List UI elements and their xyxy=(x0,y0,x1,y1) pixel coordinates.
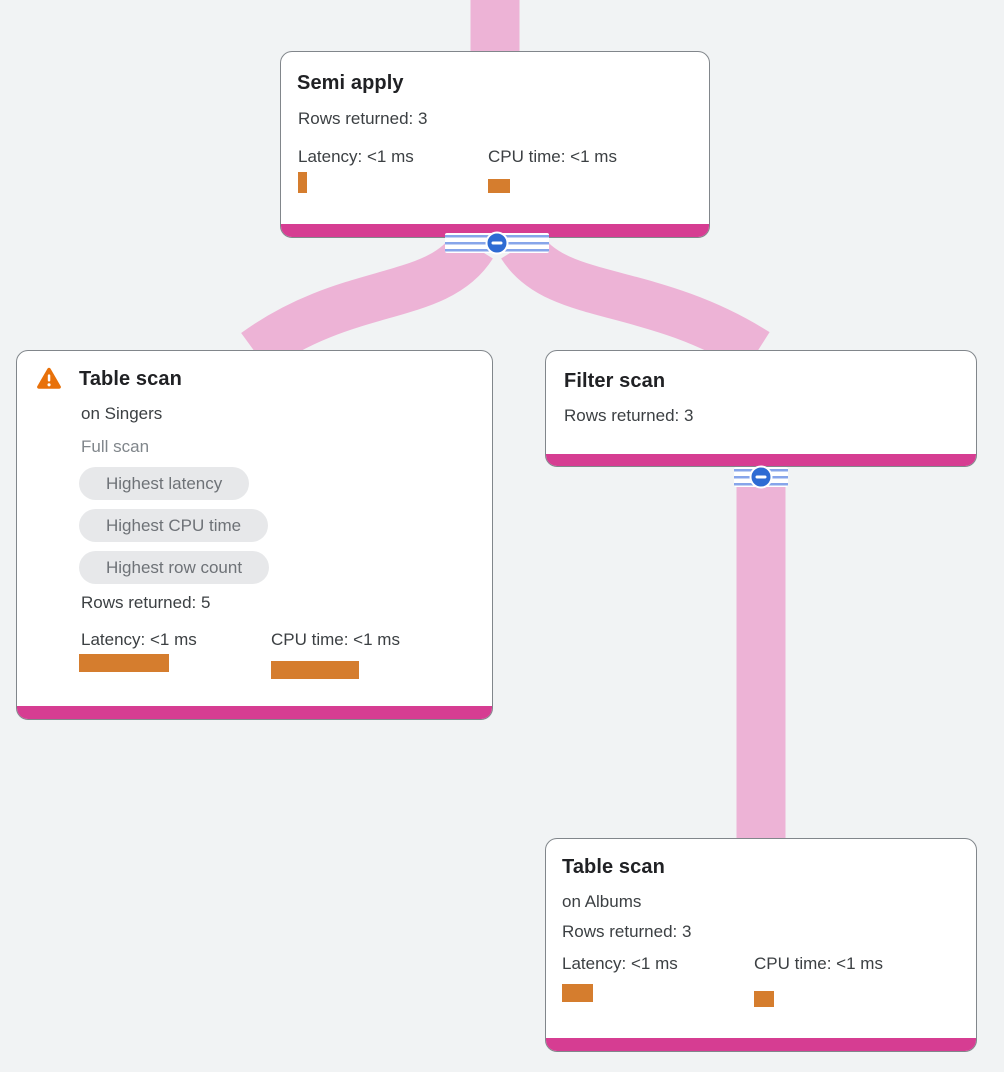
scan-target: on Albums xyxy=(562,892,642,911)
latency-strip xyxy=(17,706,492,719)
collapse-button[interactable] xyxy=(749,465,773,489)
minus-icon xyxy=(491,241,503,245)
rows-returned: Rows returned: 5 xyxy=(81,593,211,612)
cpu-time-bar xyxy=(488,179,510,193)
badge-highest-cpu-time: Highest CPU time xyxy=(79,509,269,542)
latency-label: Latency: <1 ms xyxy=(81,630,197,649)
latency-label: Latency: <1 ms xyxy=(562,954,678,973)
warning-icon xyxy=(37,367,61,389)
cpu-time-label: CPU time: <1 ms xyxy=(271,630,400,649)
cpu-time-bar xyxy=(271,661,359,679)
minus-icon xyxy=(755,475,767,479)
cpu-time-bar xyxy=(754,991,774,1007)
latency-bar xyxy=(79,654,169,672)
node-title: Table scan xyxy=(562,856,665,878)
scan-target: on Singers xyxy=(81,404,163,423)
latency-label: Latency: <1 ms xyxy=(298,147,414,166)
cpu-time-label: CPU time: <1 ms xyxy=(488,147,617,166)
collapse-button[interactable] xyxy=(485,231,509,255)
latency-bar xyxy=(298,172,307,193)
node-title: Table scan xyxy=(79,368,182,390)
badge-highest-latency: Highest latency xyxy=(79,467,250,500)
latency-strip xyxy=(281,224,709,237)
edge-semi-apply-to-table-scan xyxy=(241,232,493,372)
latency-strip xyxy=(546,454,976,466)
collapse-control-filter-scan[interactable] xyxy=(734,465,788,489)
node-card-filter-scan[interactable]: Filter scan Rows returned: 3 xyxy=(545,350,977,467)
node-title: Filter scan xyxy=(564,370,666,392)
rows-returned: Rows returned: 3 xyxy=(562,922,692,941)
node-card-table-scan-singers[interactable]: Table scan on Singers Full scan Highest … xyxy=(16,350,493,720)
cpu-time-label: CPU time: <1 ms xyxy=(754,954,883,973)
rows-returned: Rows returned: 3 xyxy=(298,109,428,128)
node-title: Semi apply xyxy=(297,72,404,94)
scan-type: Full scan xyxy=(81,437,150,456)
latency-strip xyxy=(546,1038,976,1051)
badge-highest-row-count: Highest row count xyxy=(79,551,270,584)
collapse-control-semi-apply[interactable] xyxy=(445,231,549,255)
edge-semi-apply-to-filter-scan xyxy=(501,232,770,372)
node-card-semi-apply[interactable]: Semi apply Rows returned: 3 Latency: <1 … xyxy=(280,51,710,238)
latency-bar xyxy=(562,984,593,1002)
node-card-table-scan-albums[interactable]: Table scan on Albums Rows returned: 3 La… xyxy=(545,838,977,1052)
rows-returned: Rows returned: 3 xyxy=(564,406,694,425)
